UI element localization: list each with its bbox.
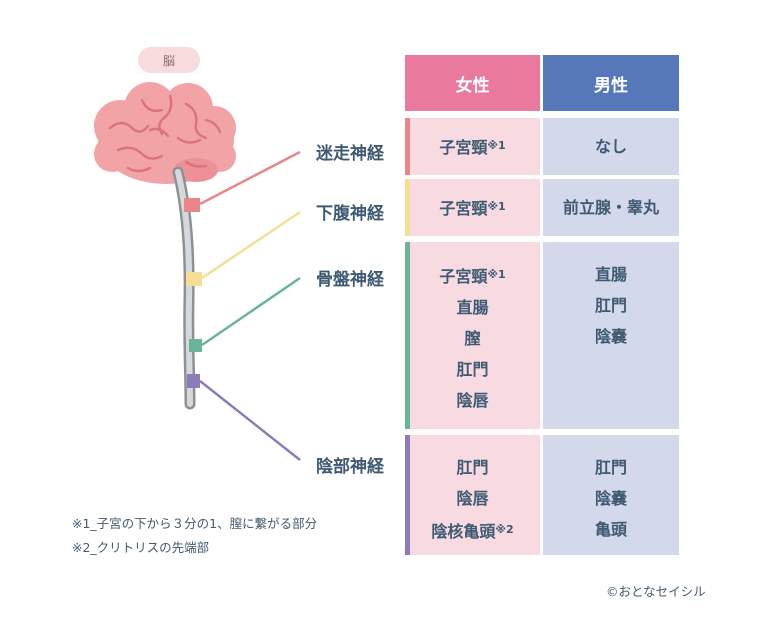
cell-female-pelvic: 子宮頸※1 直腸膣肛門陰唇 [405, 242, 540, 429]
organ-name: 陰核亀頭 [431, 522, 496, 541]
organ-name: 肛門 [594, 458, 627, 477]
row-color-bar-pudendal [405, 435, 410, 555]
organ-name: 陰嚢 [594, 489, 627, 508]
column-header-female: 女性 [405, 55, 540, 111]
organ-item: 膣 [464, 323, 480, 354]
vagus-marker [184, 198, 200, 212]
cell-male-pudendal: 肛門陰嚢亀頭 [543, 435, 679, 555]
organ-name: 子宮頸 [439, 199, 488, 218]
organ-name: 肛門 [594, 296, 627, 315]
pelvic-line [201, 276, 301, 347]
organ-name: 亀頭 [594, 520, 627, 539]
organ-name: 肛門 [456, 360, 489, 379]
organ-item: なし [595, 131, 627, 162]
footnote-marker: ※1 [487, 268, 506, 281]
organ-name: 膣 [464, 329, 481, 348]
brain-icon [94, 82, 236, 184]
organ-item: 子宮頸※1 [439, 191, 505, 224]
footnote-1: ※1_子宮の下から３分の1、膣に繋がる部分 [72, 516, 318, 531]
pudendal-line [199, 380, 301, 461]
hypogastric-marker [186, 272, 202, 286]
organ-name: 陰唇 [456, 489, 489, 508]
nerve-label-pudendal: 陰部神経 [316, 457, 384, 477]
vagus-line [199, 150, 301, 206]
organ-item: 前立腺・睾丸 [563, 192, 659, 223]
row-color-bar-hypogastric [405, 179, 410, 236]
organ-name: 前立腺・睾丸 [562, 198, 659, 217]
organ-item: 陰唇 [456, 483, 488, 514]
row-color-bar-vagus [405, 118, 410, 175]
footnote-marker: ※1 [487, 139, 506, 152]
organ-name: 子宮頸 [439, 267, 488, 286]
organ-item: 陰唇 [456, 385, 488, 416]
organ-name: 陰嚢 [594, 327, 627, 346]
organ-item: 陰核亀頭※2 [431, 514, 513, 547]
cell-male-pelvic: 直腸肛門陰嚢 [543, 242, 679, 429]
organ-item: 肛門 [595, 290, 627, 321]
cell-female-vagus: 子宮頸※1 [405, 118, 540, 175]
cell-female-hypogastric: 子宮頸※1 [405, 179, 540, 236]
organ-item: 子宮頸※1 [439, 259, 505, 292]
nerve-markers [184, 198, 202, 388]
cell-male-hypogastric: 前立腺・睾丸 [543, 179, 679, 236]
organ-name: 肛門 [456, 458, 489, 477]
nerve-label-vagus: 迷走神経 [316, 144, 384, 164]
column-header-male: 男性 [543, 55, 679, 111]
organ-name: 直腸 [594, 265, 627, 284]
organ-item: 肛門 [456, 354, 488, 385]
organ-item: 直腸 [595, 259, 627, 290]
organ-item: 肛門 [456, 452, 488, 483]
nerve-label-pelvic: 骨盤神経 [316, 270, 384, 290]
leader-lines [199, 150, 301, 461]
row-color-bar-pelvic [405, 242, 410, 429]
organ-item: 陰嚢 [595, 483, 627, 514]
organ-item: 子宮頸※1 [439, 130, 505, 163]
hypogastric-line [201, 210, 301, 280]
organ-item: 陰嚢 [595, 321, 627, 352]
footnote-2: ※2_クリトリスの先端部 [72, 540, 210, 555]
cell-male-vagus: なし [543, 118, 679, 175]
nerve-label-hypogastric: 下腹神経 [316, 204, 384, 224]
organ-name: 陰唇 [456, 391, 489, 410]
organ-name: 直腸 [456, 298, 489, 317]
pudendal-marker [187, 374, 200, 388]
organ-name: なし [594, 137, 627, 156]
organ-name: 子宮頸 [439, 138, 488, 157]
copyright-text: ©おとなセイシル [606, 584, 706, 599]
pelvic-marker [189, 339, 202, 352]
organ-item: 亀頭 [595, 514, 627, 545]
footnote-marker: ※1 [487, 200, 506, 213]
footnote-marker: ※2 [495, 523, 514, 536]
organ-item: 肛門 [595, 452, 627, 483]
organ-item: 直腸 [456, 292, 488, 323]
brain-label: 脳 [138, 47, 200, 73]
cell-female-pudendal: 肛門陰唇陰核亀頭※2 [405, 435, 540, 555]
